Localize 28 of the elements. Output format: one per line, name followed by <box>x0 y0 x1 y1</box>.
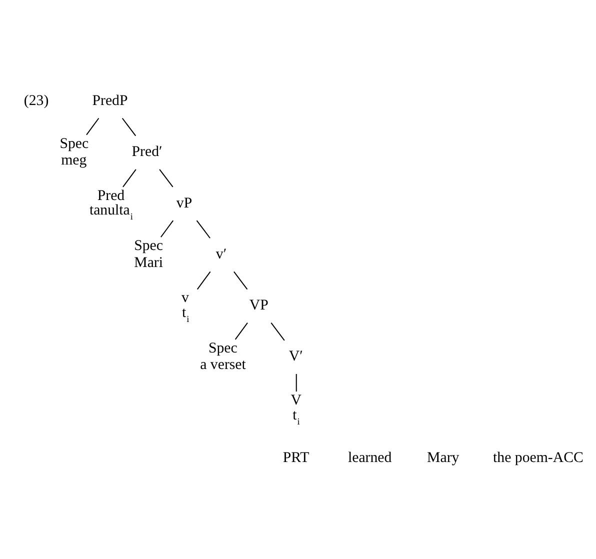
label: (23) <box>24 92 49 108</box>
label: Mary <box>427 450 460 466</box>
connector <box>122 117 136 136</box>
connector <box>86 117 100 135</box>
node-text: VP <box>249 297 268 314</box>
connector <box>160 220 174 237</box>
node-text: V t$_{i}$ <box>290 392 302 427</box>
node-text: Spec a verset <box>200 340 246 373</box>
label: PRT <box>282 450 310 466</box>
node-text: V′ <box>288 348 303 364</box>
connector <box>159 168 174 187</box>
connector <box>296 373 297 392</box>
label: learned <box>348 450 392 466</box>
node-text: v t$_{i}$ <box>182 290 190 325</box>
node-text: PredP <box>92 92 128 108</box>
node-text: Pred′ <box>132 144 162 160</box>
node-text: Spec meg <box>60 135 89 168</box>
connector <box>196 270 211 290</box>
node-text: Spec Mari <box>134 238 163 270</box>
node-text: v′ <box>216 246 227 262</box>
connector <box>234 270 248 290</box>
connector <box>196 220 210 238</box>
connector <box>122 168 136 187</box>
connector <box>270 322 285 340</box>
node-text: vP <box>176 194 192 211</box>
connector <box>234 322 248 340</box>
label: the poem-ACC <box>493 450 584 466</box>
node-text: Pred tanulta$_{i}$ <box>89 187 133 222</box>
